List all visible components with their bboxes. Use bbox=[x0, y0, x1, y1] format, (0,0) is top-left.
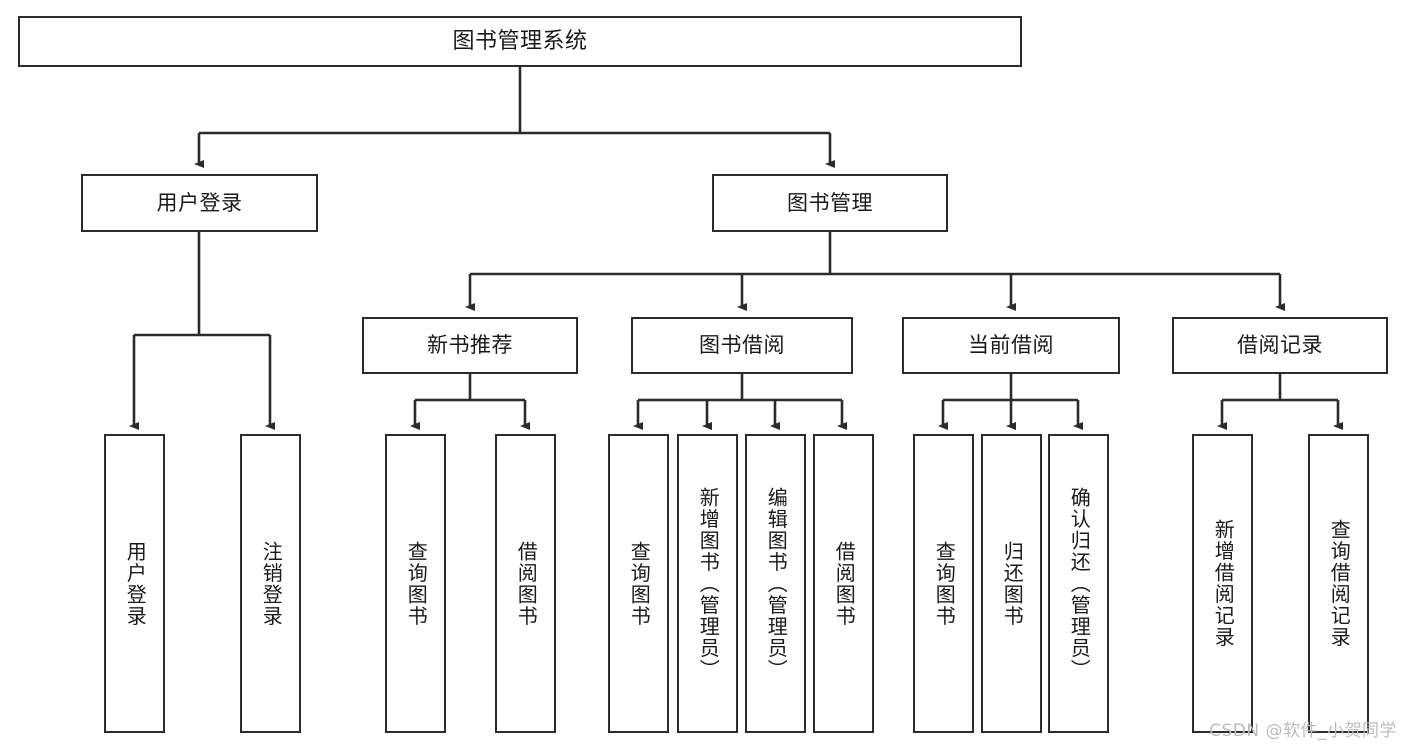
node-leaf-add-book-admin[interactable]: 新增图书（管理员） bbox=[677, 434, 738, 733]
node-label: 查询借阅记录 bbox=[1327, 519, 1352, 648]
node-leaf-user-login[interactable]: 用户登录 bbox=[104, 434, 165, 733]
node-book-borrow[interactable]: 图书借阅 bbox=[631, 317, 853, 374]
node-leaf-add-borrow-record[interactable]: 新增借阅记录 bbox=[1192, 434, 1253, 733]
node-label: 用户登录 bbox=[156, 190, 243, 215]
node-label: 查询图书 bbox=[627, 540, 652, 627]
node-label: 新书推荐 bbox=[427, 333, 513, 358]
node-label: 图书管理系统 bbox=[452, 28, 588, 54]
node-label: 借阅图书 bbox=[832, 540, 857, 627]
node-user-login[interactable]: 用户登录 bbox=[81, 174, 318, 232]
node-label: 归还图书 bbox=[1000, 540, 1025, 627]
node-label: 图书管理 bbox=[787, 190, 873, 215]
node-label: 编辑图书（管理员） bbox=[764, 486, 789, 681]
node-leaf-logout[interactable]: 注销登录 bbox=[240, 434, 301, 733]
node-leaf-edit-book-admin[interactable]: 编辑图书（管理员） bbox=[745, 434, 806, 733]
node-label: 确认归还（管理员） bbox=[1067, 486, 1092, 681]
node-label: 新增图书（管理员） bbox=[696, 486, 721, 681]
node-label: 借阅图书 bbox=[514, 540, 539, 627]
node-label: 查询图书 bbox=[932, 540, 957, 627]
node-current-borrow[interactable]: 当前借阅 bbox=[902, 317, 1120, 374]
node-new-book-recommend[interactable]: 新书推荐 bbox=[362, 317, 578, 374]
node-label: 注销登录 bbox=[259, 540, 284, 627]
watermark: CSDN @软件_小贺同学 bbox=[1209, 721, 1397, 741]
node-label: 借阅记录 bbox=[1237, 333, 1323, 358]
node-book-management[interactable]: 图书管理 bbox=[712, 174, 948, 232]
node-root-book-management-system[interactable]: 图书管理系统 bbox=[18, 16, 1022, 67]
node-leaf-query-book-recommend[interactable]: 查询图书 bbox=[385, 434, 446, 733]
node-label: 查询图书 bbox=[404, 540, 429, 627]
node-leaf-query-borrow-record[interactable]: 查询借阅记录 bbox=[1308, 434, 1369, 733]
node-label: 图书借阅 bbox=[699, 333, 785, 358]
node-label: 当前借阅 bbox=[968, 333, 1054, 358]
node-leaf-confirm-return-admin[interactable]: 确认归还（管理员） bbox=[1048, 434, 1109, 733]
node-borrow-record[interactable]: 借阅记录 bbox=[1172, 317, 1388, 374]
node-leaf-return-book[interactable]: 归还图书 bbox=[981, 434, 1042, 733]
node-leaf-query-book-current[interactable]: 查询图书 bbox=[913, 434, 974, 733]
node-label: 用户登录 bbox=[123, 540, 148, 627]
node-label: 新增借阅记录 bbox=[1211, 519, 1236, 648]
node-leaf-query-book-borrow[interactable]: 查询图书 bbox=[608, 434, 669, 733]
node-leaf-borrow-book-recommend[interactable]: 借阅图书 bbox=[495, 434, 556, 733]
node-leaf-borrow-book[interactable]: 借阅图书 bbox=[813, 434, 874, 733]
